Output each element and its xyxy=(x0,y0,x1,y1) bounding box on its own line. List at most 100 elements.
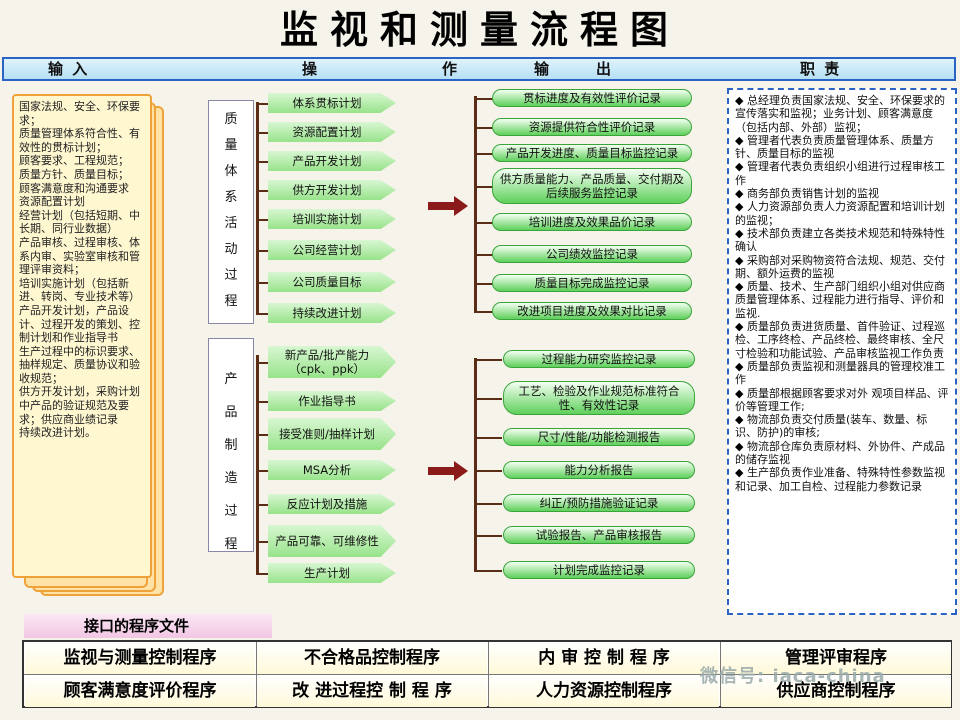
branch-line xyxy=(474,470,502,472)
input-item: 供方开发计划，采购计划中产品的验证规范及要求；供应商业绩记录 xyxy=(19,385,140,426)
branch-line xyxy=(256,504,270,506)
table-row-divider xyxy=(24,674,950,675)
interface-label: 接口的程序文件 xyxy=(24,614,272,638)
input-item: 国家法规、安全、环保要求； xyxy=(19,100,140,127)
input-item: 产品审核、过程审核、体系内审、实验室审核和管理评审资料； xyxy=(19,235,140,277)
branch-line xyxy=(474,570,502,572)
responsibility-text: 采购部对采购物资符合法规、规范、交付期、额外运费的监视 xyxy=(735,253,945,280)
category-manufacturing: 产品制造过程 xyxy=(208,338,254,552)
procedure-document: 供应商控制程序 xyxy=(721,675,951,707)
procedure-document: 改 进过程控 制 程 序 xyxy=(257,675,487,707)
bullet-icon: ◆ xyxy=(735,200,747,214)
activity-manufacturing: 生产计划 xyxy=(268,563,396,583)
responsibility-text: 物流部负责交付质量(装车、数量、标识、防护)的审核; xyxy=(735,413,928,440)
header-out1: 输 xyxy=(534,60,552,78)
branch-line xyxy=(474,254,494,256)
branch-line xyxy=(256,573,270,575)
input-item: 生产过程中的标识要求、抽样规定、质量协议和验收规范； xyxy=(19,344,140,385)
output-quality: 贯标进度及有效性评价记录 xyxy=(492,89,692,107)
branch-line xyxy=(256,313,270,315)
category-char: 品 xyxy=(224,405,238,420)
category-char: 程 xyxy=(224,537,238,552)
bullet-icon: ◆ xyxy=(735,320,747,334)
branch-line xyxy=(474,398,502,400)
bullet-icon: ◆ xyxy=(735,160,747,174)
inputs-document: 国家法规、安全、环保要求；质量管理体系符合性、有效性的贯标计划；顾客要求、工程规… xyxy=(12,94,152,578)
procedure-document: 管理评审程序 xyxy=(721,642,951,674)
branch-line xyxy=(474,222,494,224)
procedure-document: 顾客满意度评价程序 xyxy=(25,675,255,707)
output-quality: 产品开发进度、质量目标监控记录 xyxy=(492,144,692,162)
input-item: 培训实施计划（包括新进、转岗、专业技术等） xyxy=(19,276,140,304)
bullet-icon: ◆ xyxy=(735,133,747,147)
responsibility-item: ◆ 总经理负责国家法规、安全、环保要求的宣传落实和监视；业务计划、顾客满意度（包… xyxy=(735,94,949,134)
output-quality: 供方质量能力、产品质量、交付期及后续服务监控记录 xyxy=(492,168,692,204)
activity-manufacturing: 产品可靠、可维修性 xyxy=(268,525,396,557)
responsibility-item: ◆ 质量、技术、生产部门组织小组对供应商质量管理体系、过程能力进行指导、评价和监… xyxy=(735,280,949,320)
responsibility-item: ◆ 商务部负责销售计划的监视 xyxy=(735,187,949,200)
input-item: 产品开发计划，产品设计、过程开发的策划、控制计划和作业指导书 xyxy=(19,303,140,345)
tree-trunk-1 xyxy=(256,102,259,314)
category-char: 质 xyxy=(224,112,238,127)
category-char: 造 xyxy=(224,471,238,486)
responsibility-item: ◆ 人力资源部负责人力资源配置和培训计划的监视； xyxy=(735,200,949,227)
responsibility-item: ◆ 管理者代表负责质量管理体系、质量方针、质量目标的监视 xyxy=(735,134,949,161)
branch-line xyxy=(474,359,502,361)
branch-line xyxy=(256,401,270,403)
output-quality: 改进项目进度及效果对比记录 xyxy=(492,302,692,320)
tree-trunk-2 xyxy=(256,355,259,573)
activity-manufacturing: 反应计划及措施 xyxy=(268,494,396,514)
output-manufacturing: 尺寸/性能/功能检测报告 xyxy=(503,428,695,446)
responsibility-text: 总经理负责国家法规、安全、环保要求的宣传落实和监视；业务计划、顾客满意度（包括内… xyxy=(735,94,945,134)
responsibility-item: ◆ 物流部仓库负责原材料、外协件、产成品的储存监视 xyxy=(735,440,949,467)
input-item: 质量管理体系符合性、有效性的贯标计划； xyxy=(19,127,140,154)
output-quality: 培训进度及效果品价记录 xyxy=(492,213,692,231)
output-manufacturing: 能力分析报告 xyxy=(503,461,695,479)
activity-quality: 持续改进计划 xyxy=(268,303,396,323)
responsibility-text: 人力资源部负责人力资源配置和培训计划的监视； xyxy=(735,200,945,227)
header-act: 作 xyxy=(442,60,460,78)
flow-arrow-2 xyxy=(428,461,468,481)
activity-quality: 公司质量目标 xyxy=(268,272,396,292)
activity-quality: 资源配置计划 xyxy=(268,122,396,142)
category-char: 过 xyxy=(224,268,238,283)
output-manufacturing: 纠正/预防措施验证记录 xyxy=(503,494,695,512)
header-out2: 出 xyxy=(596,60,614,78)
branch-line xyxy=(256,250,270,252)
input-item: 持续改进计划。 xyxy=(19,426,96,440)
bullet-icon: ◆ xyxy=(735,386,747,400)
input-item: 质量方针、质量目标； xyxy=(19,167,129,181)
branch-line xyxy=(256,434,270,436)
branch-line xyxy=(474,503,502,505)
category-char: 量 xyxy=(224,138,238,153)
output-manufacturing: 试验报告、产品审核报告 xyxy=(503,526,695,544)
watermark: 微信号: iaca-china xyxy=(700,666,886,687)
activity-manufacturing: MSA分析 xyxy=(268,460,396,480)
activity-manufacturing: 新产品/批产能力（cpk、ppk） xyxy=(268,346,396,378)
responsibility-text: 管理者代表负责质量管理体系、质量方针、质量目标的监视 xyxy=(735,133,934,161)
category-char: 制 xyxy=(224,438,238,453)
branch-line xyxy=(256,190,270,192)
output-manufacturing: 过程能力研究监控记录 xyxy=(503,350,695,368)
table-col-divider xyxy=(720,642,721,706)
tree-trunk-4 xyxy=(474,358,477,570)
category-char: 产 xyxy=(224,372,238,387)
branch-line xyxy=(474,437,502,439)
activity-quality: 产品开发计划 xyxy=(268,151,396,171)
responsibility-item: ◆ 质量部根据顾客要求对外 观项目样品、评价等管理工作; xyxy=(735,387,949,414)
bullet-icon: ◆ xyxy=(735,94,747,107)
bullet-icon: ◆ xyxy=(735,280,747,294)
branch-line xyxy=(256,282,270,284)
responsibility-text: 质量部负责监视和测量器具的管理校准工作 xyxy=(735,359,945,387)
output-manufacturing: 工艺、检验及作业规范标准符合性、有效性记录 xyxy=(503,381,695,415)
bullet-icon: ◆ xyxy=(735,187,747,201)
procedure-documents-table: 监视与测量控制程序不合格品控制程序内 审 控 制 程 序管理评审程序顾客满意度评… xyxy=(22,640,952,708)
category-char: 体 xyxy=(224,164,238,179)
branch-line xyxy=(474,153,494,155)
responsibility-item: ◆ 技术部负责建立各类技术规范和特殊特性确认 xyxy=(735,227,949,254)
responsibility-item: ◆ 物流部负责交付质量(装车、数量、标识、防护)的审核; xyxy=(735,413,949,440)
page-title: 监视和测量流程图 xyxy=(279,7,680,52)
bullet-icon: ◆ xyxy=(735,359,747,373)
branch-line xyxy=(256,132,270,134)
input-item: 顾客满意度和沟通要求 xyxy=(19,181,129,195)
